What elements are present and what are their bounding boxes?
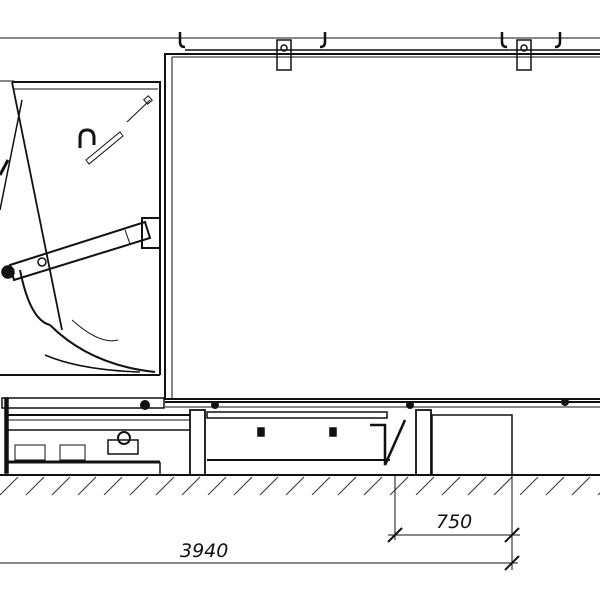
hatch-line	[519, 476, 539, 496]
hatch-line	[545, 476, 565, 496]
hatch-line	[129, 476, 149, 496]
hatch-line	[493, 476, 513, 496]
hatch-line	[233, 476, 253, 496]
lifting-hooks	[178, 32, 562, 49]
hatch-line	[311, 476, 331, 496]
hatch-line	[389, 476, 409, 496]
hatch-line	[181, 476, 201, 496]
hatch-line	[259, 476, 279, 496]
hatch-line	[155, 476, 175, 496]
hatch-line	[363, 476, 383, 496]
hatch-line	[571, 476, 591, 496]
loading-hopper	[0, 81, 161, 376]
ground-line	[0, 474, 600, 496]
hatch-line	[207, 476, 227, 496]
chassis-frame	[1, 397, 569, 476]
dimension-750	[387, 475, 520, 570]
hatch-line	[441, 476, 461, 496]
container-body	[164, 53, 600, 408]
hatch-line	[337, 476, 357, 496]
hatch-line	[103, 476, 123, 496]
dimension-label-750: 750	[436, 511, 472, 533]
dimension-3940	[0, 555, 520, 571]
hatch-line	[285, 476, 305, 496]
hatch-line	[77, 476, 97, 496]
hatch-line	[415, 476, 435, 496]
hatch-line	[25, 476, 45, 496]
dimension-label-3940: 3940	[180, 540, 228, 562]
hatch-line	[51, 476, 71, 496]
hatch-line	[0, 476, 19, 496]
hatch-line	[467, 476, 487, 496]
